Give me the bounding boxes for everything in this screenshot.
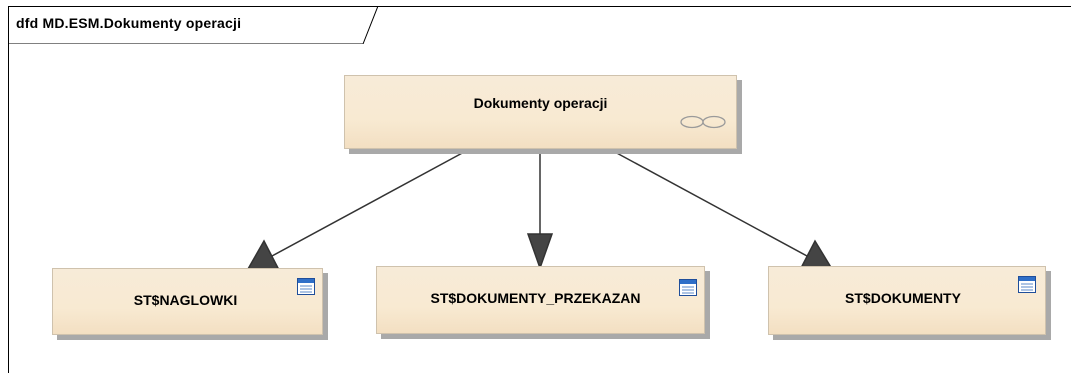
process-dokumenty-operacji[interactable]: Dokumenty operacji <box>344 75 737 149</box>
process-label: Dokumenty operacji <box>473 95 608 111</box>
frame-title-tab <box>8 6 378 44</box>
table-icon <box>1018 276 1036 293</box>
table-icon <box>297 278 315 295</box>
arrowhead-dokumenty-przekazan <box>526 233 554 271</box>
table-icon <box>679 279 697 296</box>
edge-to-naglowki <box>271 150 467 257</box>
store-naglowki[interactable]: ST$NAGLOWKI <box>52 268 323 335</box>
diagram-frame <box>8 6 1071 373</box>
process-link-icon <box>680 115 726 129</box>
store-label: ST$DOKUMENTY_PRZEKAZAN <box>430 290 641 306</box>
diagram-title: dfd MD.ESM.Dokumenty operacji <box>16 15 242 31</box>
edge-to-dokumenty <box>612 150 808 257</box>
store-label: ST$NAGLOWKI <box>133 292 238 308</box>
store-label: ST$DOKUMENTY <box>845 290 961 306</box>
store-dokumenty-przekazan[interactable]: ST$DOKUMENTY_PRZEKAZAN <box>376 266 705 334</box>
store-dokumenty[interactable]: ST$DOKUMENTY <box>768 266 1046 335</box>
